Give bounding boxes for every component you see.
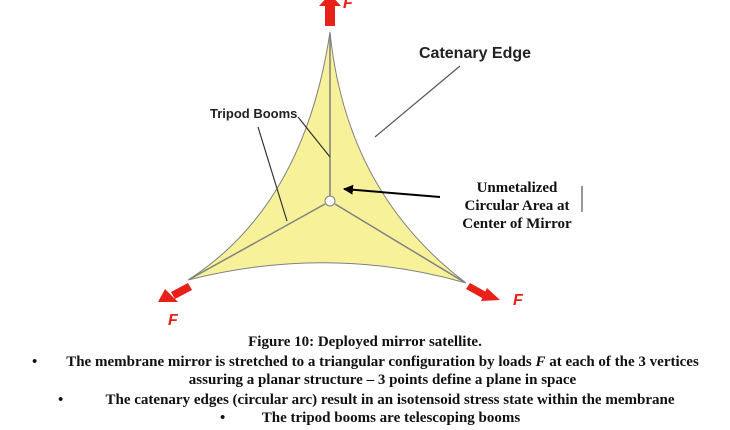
unmetalized-label-line2: Circular Area at (465, 198, 570, 214)
bullet-1-text-line1: The membrane mirror is stretched to a tr… (66, 354, 699, 370)
force-label-right: F (513, 292, 524, 309)
unmetalized-label-line1: Unmetalized (477, 180, 558, 196)
bullet-1-symbol: • (32, 354, 38, 370)
bullet-3-symbol: • (220, 410, 226, 426)
tripod-booms-pointer-left (257, 126, 288, 222)
bullet-3-text: The tripod booms are telescoping booms (261, 410, 521, 426)
force-label-top: F (343, 0, 354, 12)
catenary-edge-pointer (374, 65, 461, 138)
figure-caption-title: Figure 10: Deployed mirror satellite. (248, 334, 482, 350)
membrane-mirror (187, 31, 467, 284)
force-arrow-left (158, 283, 192, 302)
tripod-booms-label: Tripod Booms (210, 106, 297, 121)
bullet-1-variable: F (535, 354, 546, 370)
unmetalized-label-line3: Center of Mirror (462, 216, 572, 232)
tripod-booms-pointer-right (297, 116, 331, 158)
bullet-2-symbol: • (58, 392, 64, 408)
force-label-left: F (168, 312, 179, 329)
unmetalized-pointer-arrow (343, 184, 441, 198)
tripod-boom-left (189, 203, 326, 280)
force-arrow-top (319, 0, 341, 26)
bullet-1-text-line2: assuring a planar structure – 3 points d… (188, 372, 577, 388)
tripod-boom-right (334, 203, 465, 283)
bullet-2-text: The catenary edges (circular arc) result… (105, 392, 675, 408)
catenary-edge-label: Catenary Edge (419, 45, 531, 62)
unmetalized-center-circle (324, 195, 336, 207)
force-arrow-right (466, 283, 500, 301)
